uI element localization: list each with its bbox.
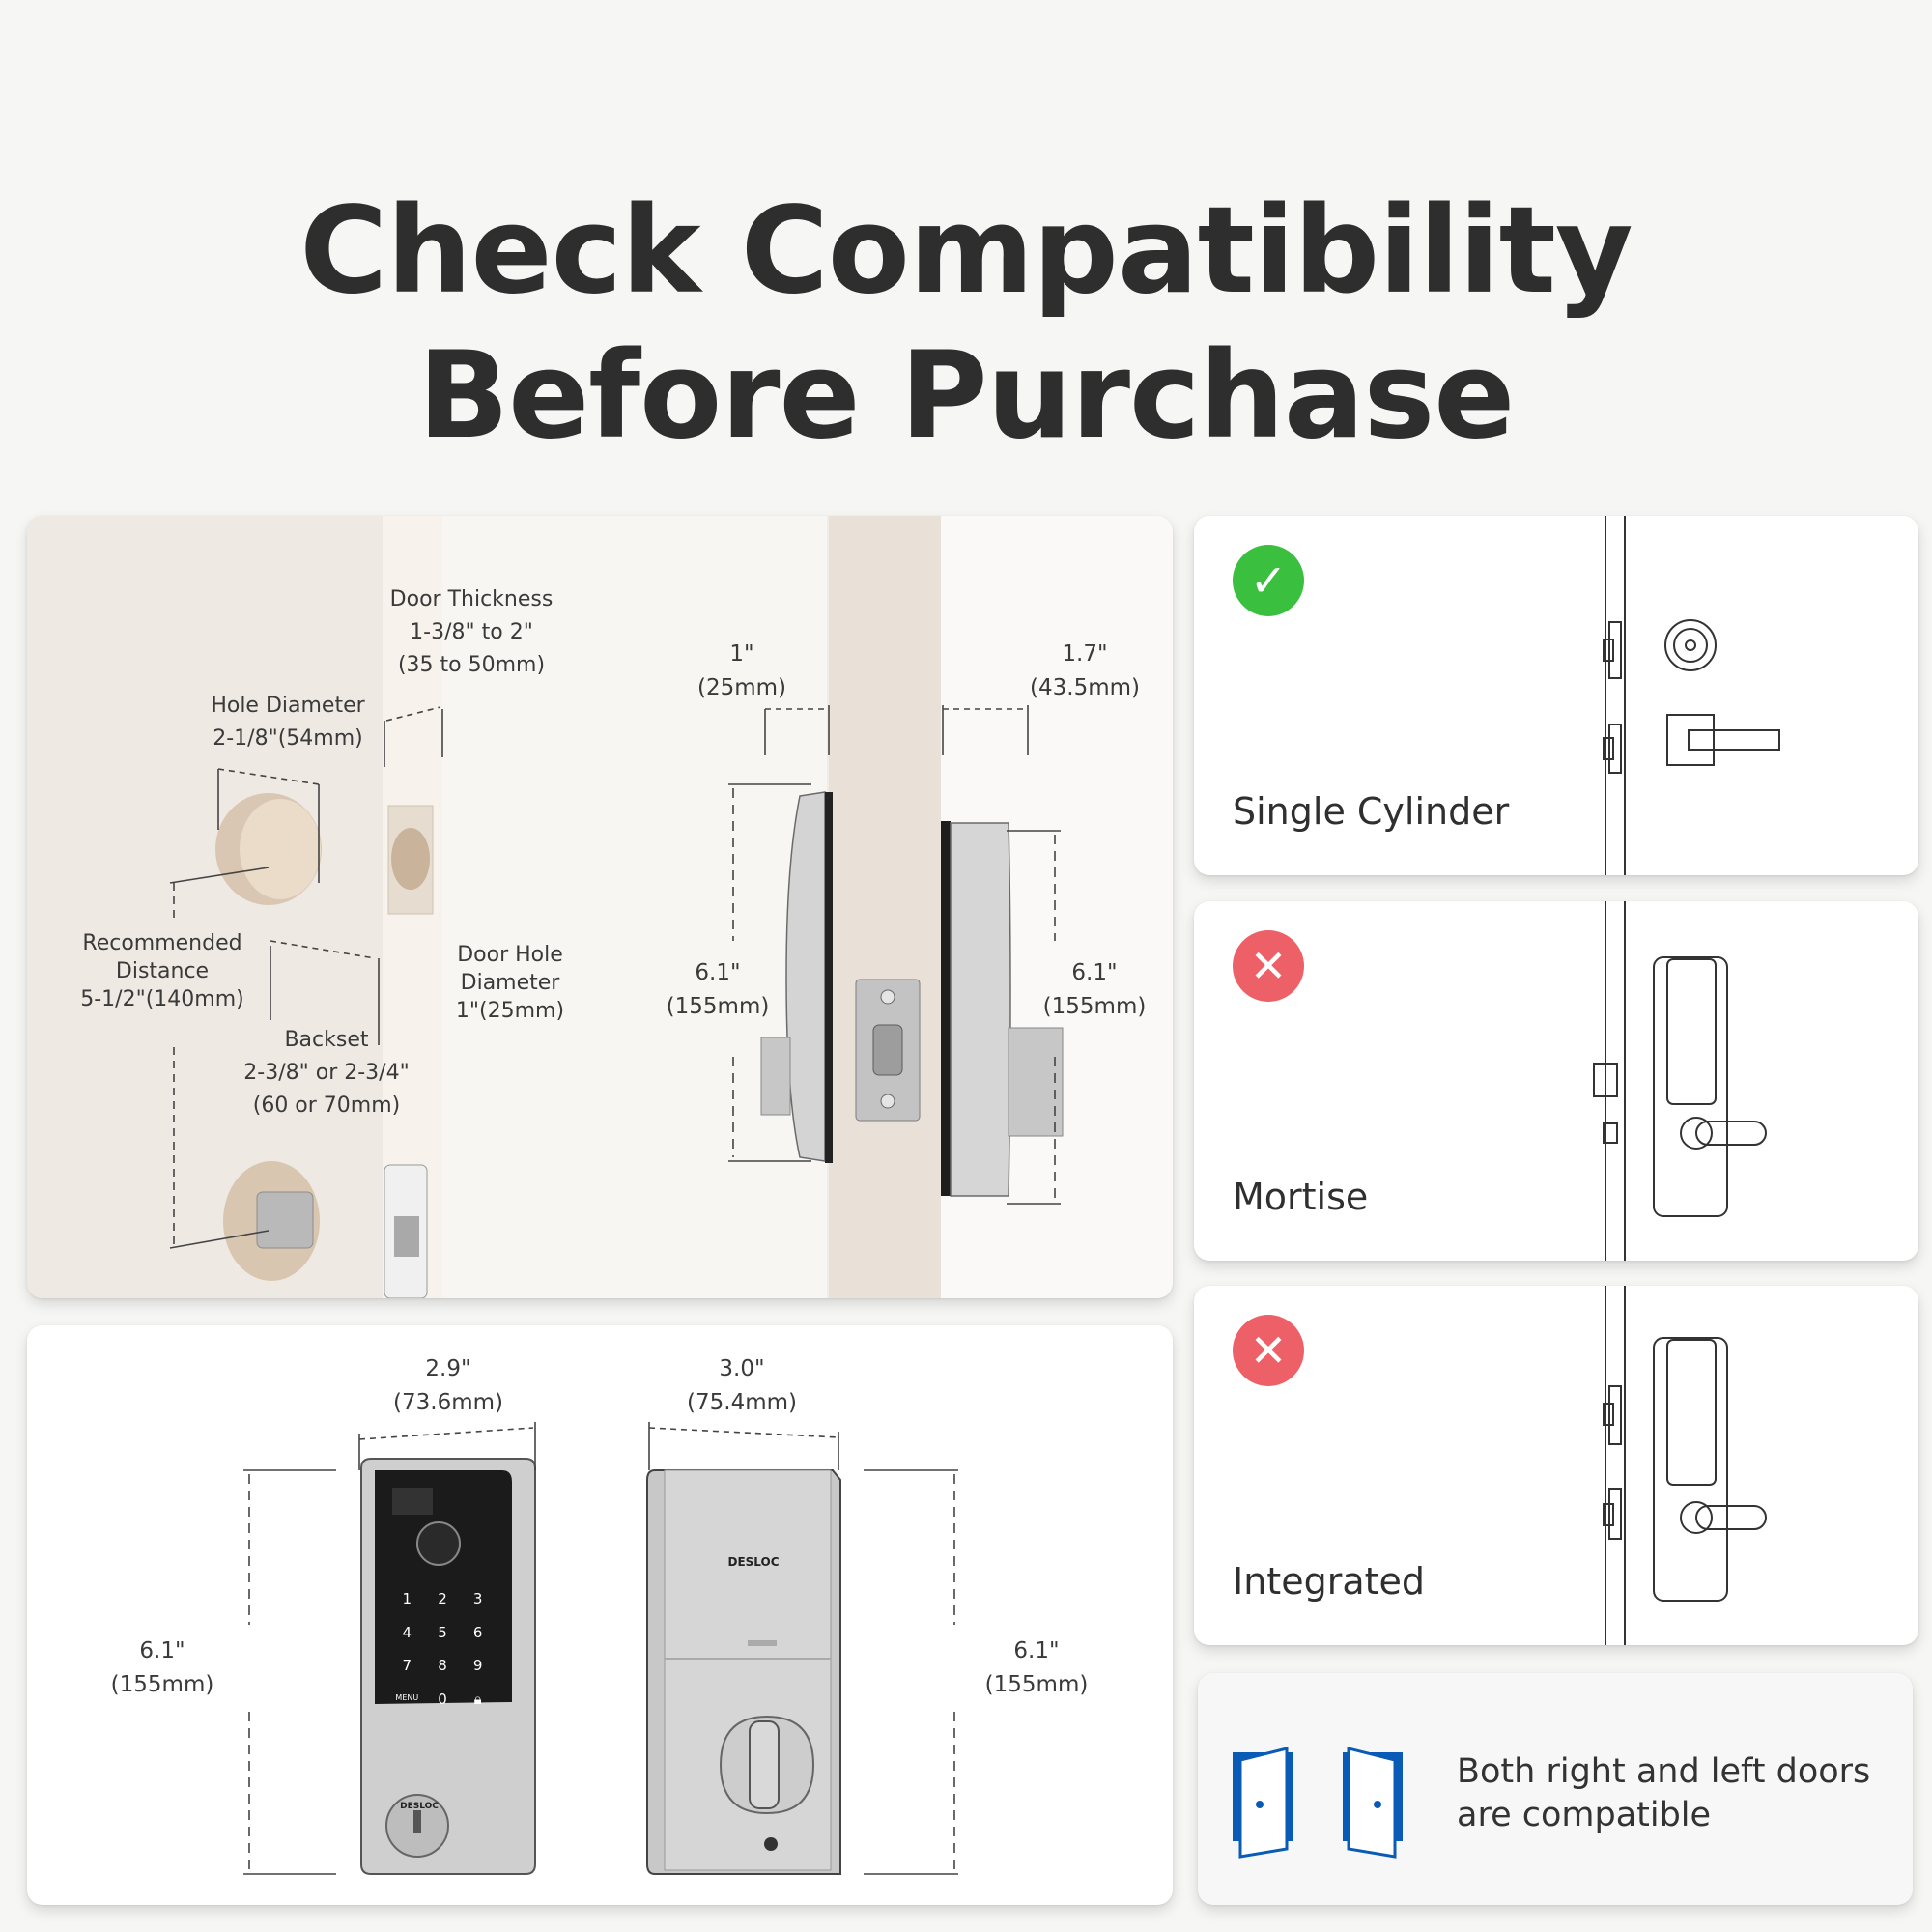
title-line-2: Before Purchase: [417, 327, 1516, 466]
backset-label: Backset 2-3/8" or 2-3/4" (60 or 70mm): [243, 1028, 410, 1118]
keypad-key-4: 4: [402, 1623, 412, 1641]
compat-card-integrated: ✕ Integrated: [1194, 1286, 1918, 1645]
check-icon: ✓: [1233, 545, 1304, 616]
front-height-dimension: 6.1" (155mm): [666, 960, 770, 1019]
keypad-key-menu: MENU: [395, 1692, 419, 1702]
compat-card-single-cylinder: ✓ Single Cylinder: [1194, 516, 1918, 875]
lock-icon: 🔒︎: [473, 1690, 482, 1708]
back-height-dimension-lock: 6.1" (155mm): [984, 1638, 1089, 1697]
lock-dimensions-card: 1 2 3 4 5 6 7 8 9 MENU 0 🔒︎ DESLOC DESLO…: [27, 1325, 1173, 1905]
recommended-distance-label: Recommended Distance 5-1/2"(140mm): [80, 931, 244, 1011]
integrated-illustration: [1603, 1286, 1767, 1645]
mortise-illustration: [1593, 901, 1767, 1261]
keypad-key-2: 2: [438, 1590, 447, 1607]
doors-note-text: Both right and left doors are compatible: [1457, 1752, 1871, 1834]
back-height-dimension: 6.1" (155mm): [1042, 960, 1147, 1019]
cross-icon: ✕: [1233, 930, 1304, 1002]
doors-note-card: Both right and left doors are compatible: [1198, 1673, 1913, 1905]
front-width-dimension: 2.9" (73.6mm): [393, 1356, 503, 1415]
front-height-dimension-lock: 6.1" (155mm): [110, 1638, 214, 1697]
keypad-key-7: 7: [402, 1657, 412, 1674]
keypad-key-8: 8: [438, 1657, 447, 1674]
title-line-1: Check Compatibility: [299, 182, 1634, 321]
single-cylinder-illustration: [1603, 516, 1780, 875]
compat-label: Integrated: [1233, 1560, 1425, 1603]
brand-back: DESLOC: [727, 1555, 780, 1569]
back-width-dimension: 3.0" (75.4mm): [687, 1356, 797, 1415]
keypad-key-0: 0: [438, 1690, 447, 1708]
keypad-key-3: 3: [472, 1590, 483, 1607]
right-door-icon: [1343, 1752, 1403, 1859]
back-depth-dimension: 1.7" (43.5mm): [1030, 641, 1140, 700]
brand-front: DESLOC: [400, 1802, 439, 1811]
page-title: Check Compatibility Before Purchase: [0, 179, 1932, 469]
keypad-key-1: 1: [402, 1590, 412, 1607]
keypad-key-5: 5: [438, 1623, 447, 1641]
left-door-icon: [1233, 1747, 1403, 1859]
install-illustration: [27, 516, 1173, 1298]
hole-diameter-label: Hole Diameter 2-1/8"(54mm): [211, 694, 365, 751]
compat-label: Single Cylinder: [1233, 790, 1510, 833]
keypad-key-6: 6: [472, 1623, 483, 1641]
cross-icon: ✕: [1233, 1315, 1304, 1386]
keypad: 1 2 3 4 5 6 7 8 9 MENU 0 🔒︎: [389, 1590, 496, 1710]
door-hole-diameter-label: Door Hole Diameter 1"(25mm): [455, 943, 565, 1023]
compat-card-mortise: ✕ Mortise: [1194, 901, 1918, 1261]
keypad-key-9: 9: [472, 1657, 483, 1674]
compat-label: Mortise: [1233, 1176, 1369, 1218]
door-thickness-label: Door Thickness 1-3/8" to 2" (35 to 50mm): [389, 587, 554, 677]
front-depth-dimension: 1" (25mm): [696, 641, 787, 700]
lock-illustration: [243, 1422, 958, 1875]
install-dimensions-card: Door Thickness 1-3/8" to 2" (35 to 50mm)…: [27, 516, 1173, 1298]
